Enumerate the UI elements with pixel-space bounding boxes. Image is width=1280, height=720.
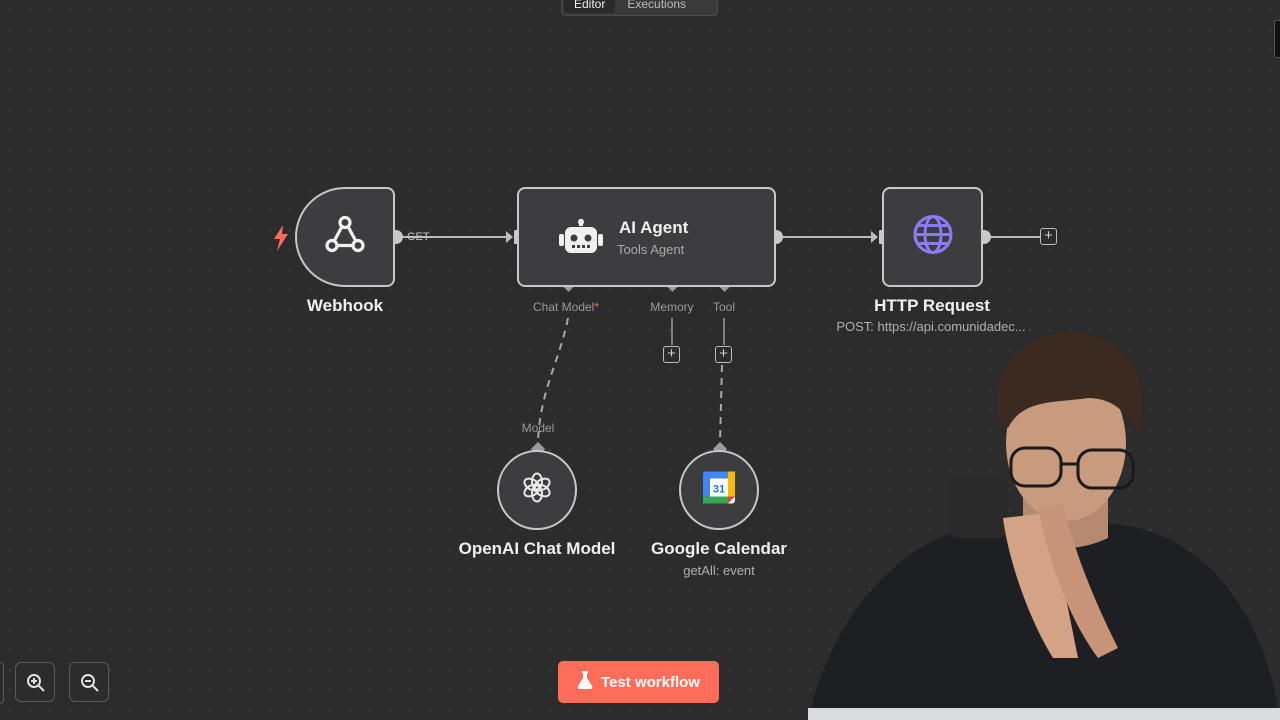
port-label-chat-model: Chat Model* — [532, 300, 600, 314]
webhook-icon — [323, 213, 367, 262]
zoom-out-button[interactable] — [69, 662, 109, 702]
fit-view-button[interactable] — [0, 662, 4, 704]
tab-editor[interactable]: Editor — [564, 0, 616, 13]
webhook-title: Webhook — [306, 296, 384, 315]
openai-chat-model-title: OpenAI Chat Model — [458, 539, 616, 558]
webhook-node[interactable] — [295, 187, 395, 287]
edge-tool-calendar — [719, 364, 723, 443]
http-request-subtitle: POST: https://api.comunidadec... — [836, 319, 1026, 334]
flask-icon — [577, 671, 593, 693]
http-request-node[interactable] — [882, 187, 983, 287]
edge-chat-model — [537, 317, 569, 443]
input-arrow-agent — [506, 231, 513, 243]
calendar-day: 31 — [713, 484, 725, 496]
test-workflow-label: Test workflow — [601, 673, 700, 691]
globe-icon — [912, 214, 954, 261]
add-node-after-http-button[interactable]: + — [1040, 228, 1057, 245]
ai-agent-node[interactable] — [517, 187, 776, 287]
openai-icon — [521, 472, 553, 509]
test-workflow-button[interactable]: Test workflow — [558, 661, 719, 703]
ai-agent-title: AI Agent — [619, 218, 689, 237]
edge-label-get: GET — [407, 231, 430, 243]
trigger-bolt-icon — [272, 225, 290, 256]
http-request-title: HTTP Request — [874, 296, 990, 315]
tab-executions[interactable]: Executions — [627, 0, 687, 11]
port-label-model: Model — [521, 421, 555, 435]
presenter-webcam-overlay — [808, 328, 1280, 720]
google-calendar-subtitle: getAll: event — [683, 563, 755, 578]
robot-icon — [559, 219, 603, 264]
google-calendar-icon: 31 — [703, 471, 735, 509]
google-calendar-title: Google Calendar — [650, 539, 788, 558]
editor-executions-switch: Editor Executions — [561, 0, 718, 16]
port-label-memory: Memory — [650, 300, 694, 314]
add-memory-button[interactable]: + — [663, 346, 680, 363]
add-tool-button[interactable]: + — [715, 346, 732, 363]
port-label-tool: Tool — [712, 300, 736, 314]
openai-chat-model-node[interactable] — [497, 450, 577, 530]
zoom-in-icon — [27, 674, 45, 692]
right-panel-toggle[interactable] — [1274, 20, 1280, 58]
zoom-out-icon — [81, 674, 99, 692]
input-arrow-http — [871, 231, 878, 243]
zoom-in-button[interactable] — [15, 662, 55, 702]
google-calendar-node[interactable]: 31 — [679, 450, 759, 530]
ai-agent-subtitle: Tools Agent — [617, 242, 685, 257]
